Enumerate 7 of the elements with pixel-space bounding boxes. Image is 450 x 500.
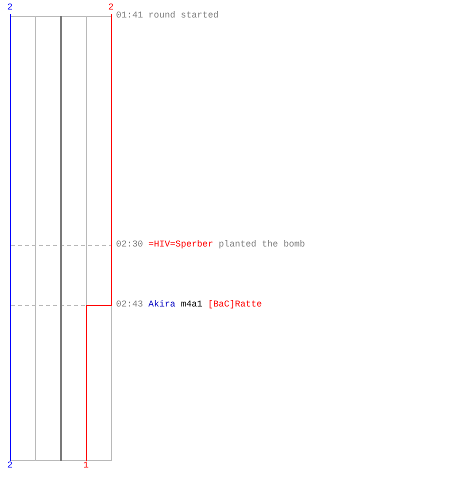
player-count: 1 [83,460,89,472]
player-count: 2 [108,2,114,14]
event-log-entry: 02:43 Akira m4a1 [BaC]Ratte [116,300,262,310]
player-count: 2 [7,460,13,472]
event-log-entry: 02:30 =HIV=Sperber planted the bomb [116,240,306,250]
event-log-entry: 01:41 round started [116,10,219,22]
player-count: 2 [7,2,13,14]
